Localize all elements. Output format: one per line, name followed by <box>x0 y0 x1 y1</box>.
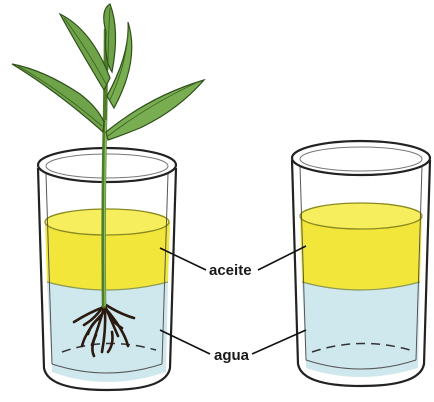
right-rim <box>292 141 430 175</box>
right-beaker <box>292 141 430 386</box>
leader-agua-left <box>160 330 210 354</box>
leader-aceite-right <box>258 246 306 270</box>
left-rim-inner <box>46 154 168 178</box>
label-water: agua <box>212 347 251 365</box>
right-oil-surface <box>300 203 422 229</box>
left-rim <box>38 148 176 182</box>
left-beaker <box>38 148 176 390</box>
left-oil-surface <box>45 209 169 235</box>
right-rim-inner <box>300 147 422 171</box>
leaf-left <box>12 64 104 132</box>
left-water <box>47 282 168 382</box>
label-oil: aceite <box>207 262 254 280</box>
right-water <box>302 282 420 377</box>
